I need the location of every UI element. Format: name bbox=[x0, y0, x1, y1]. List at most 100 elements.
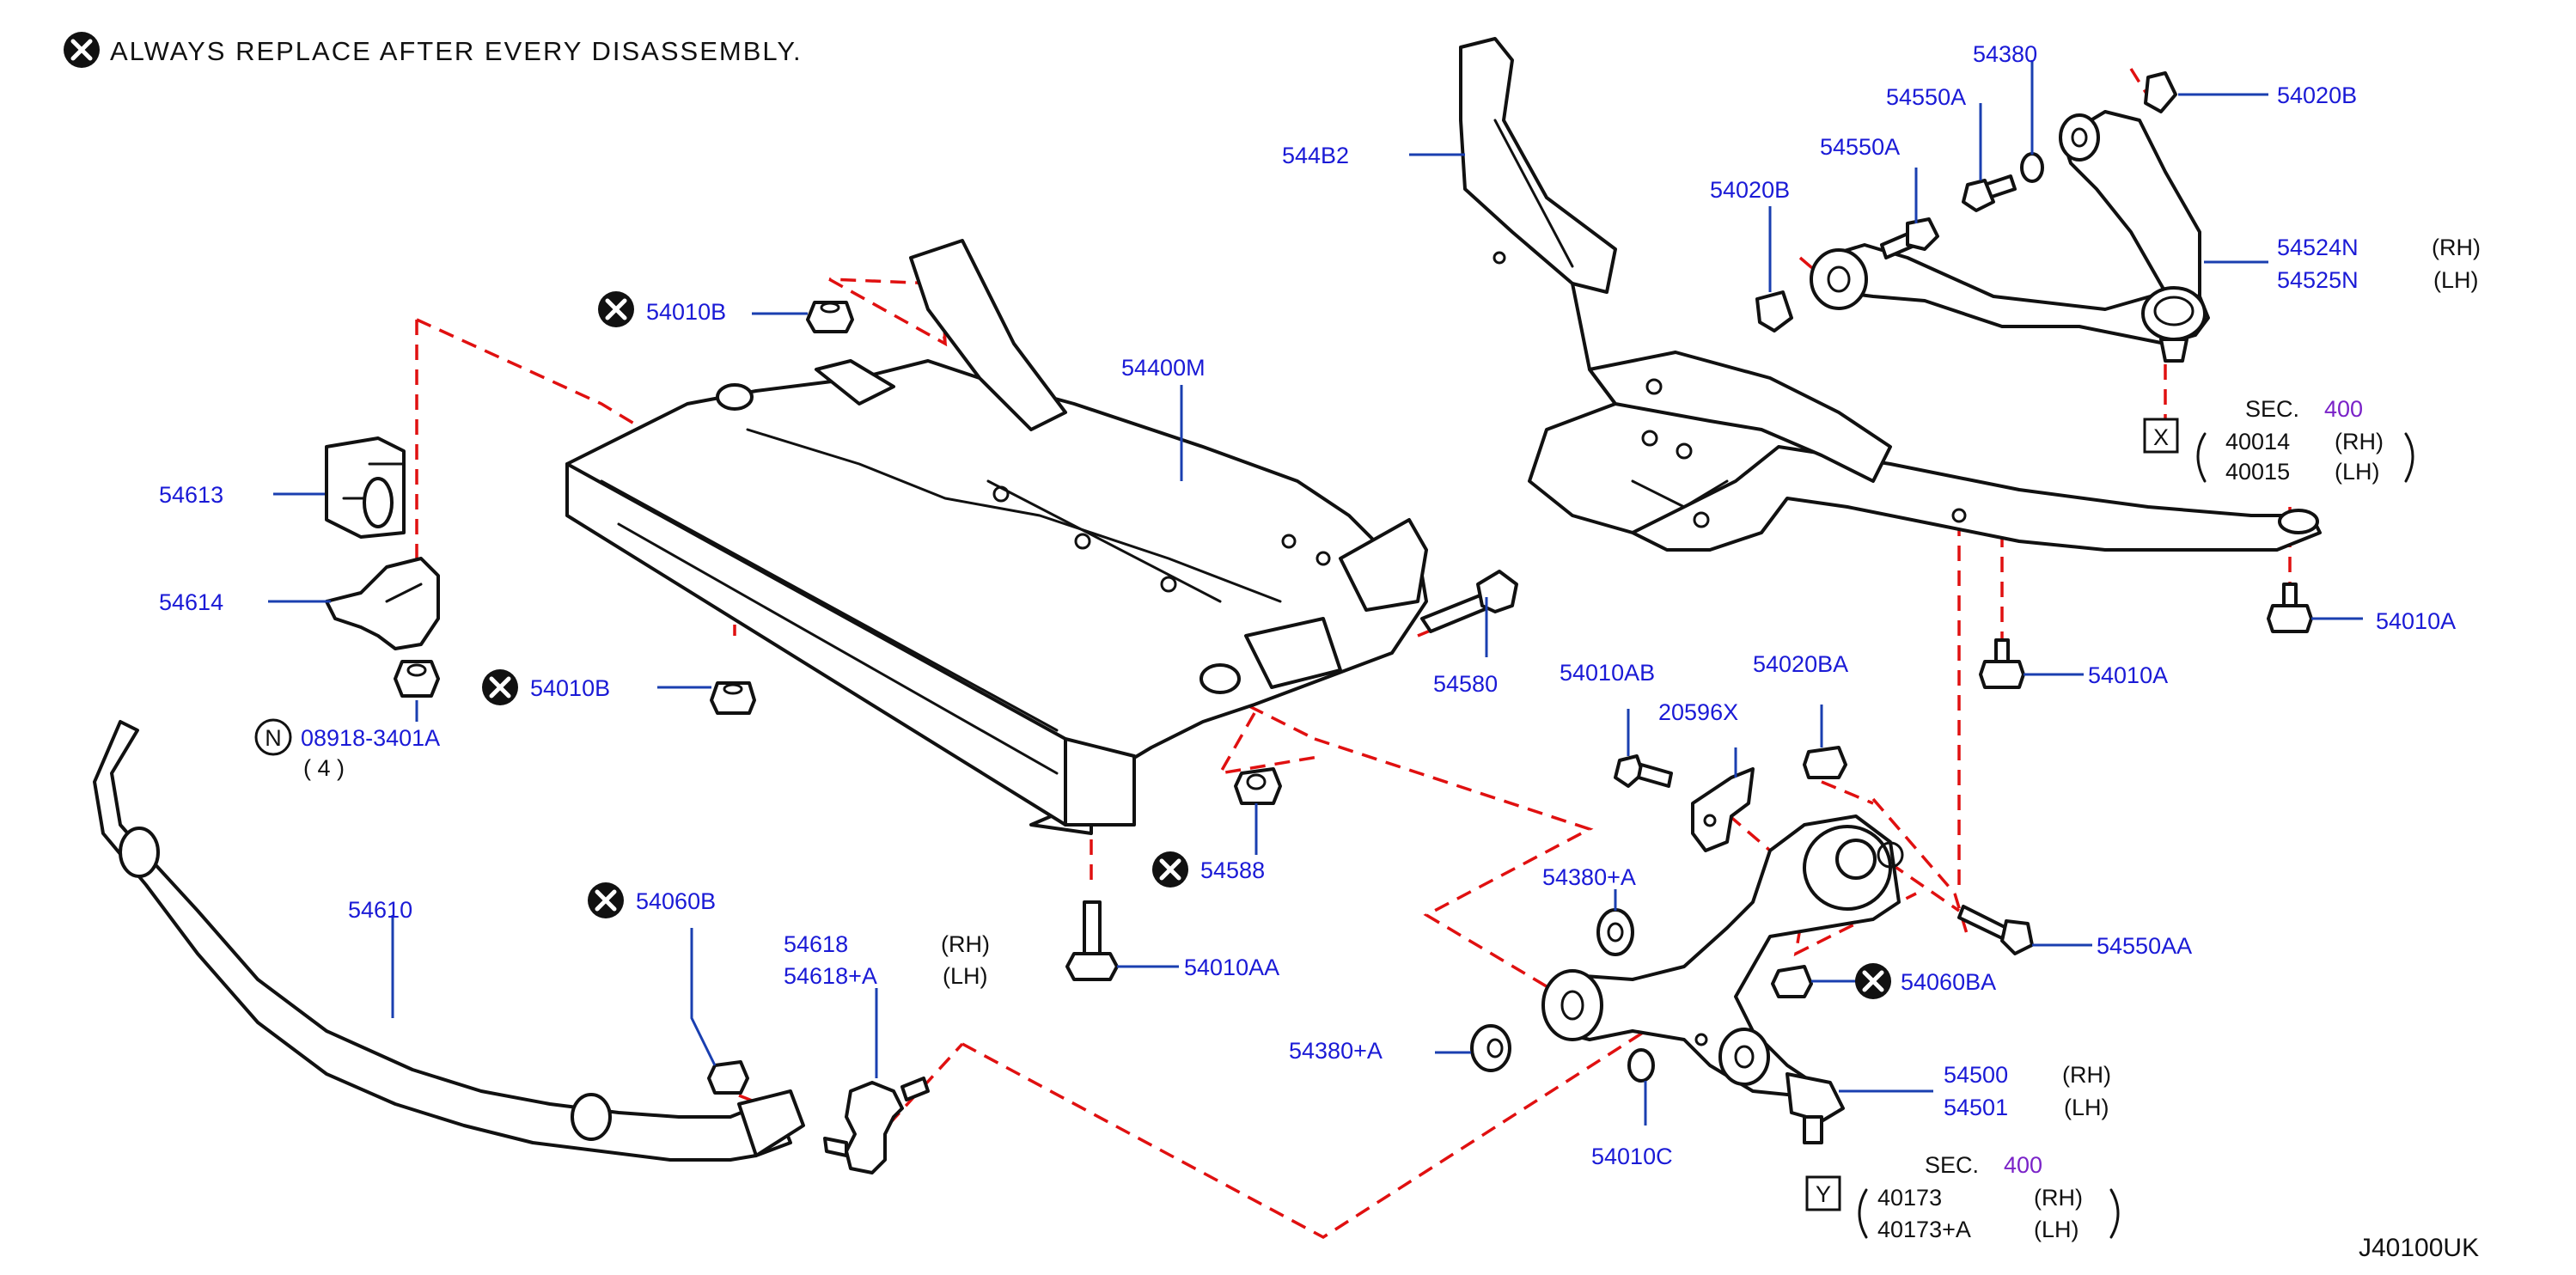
label-08918-qty: ( 4 ) bbox=[303, 755, 345, 781]
label-40173A-lh: (LH) bbox=[2034, 1217, 2079, 1242]
stabilizer-link-54618 bbox=[823, 1077, 930, 1174]
lower-arm-54500 bbox=[1541, 814, 1904, 1144]
label-54610: 54610 bbox=[348, 897, 412, 923]
replace-note-text: ALWAYS REPLACE AFTER EVERY DISASSEMBLY. bbox=[110, 36, 803, 66]
label-sec-x-num: 400 bbox=[2324, 396, 2363, 422]
label-54524N-rh: (RH) bbox=[2432, 235, 2481, 260]
bolt-54580 bbox=[1420, 570, 1518, 633]
x-circle-icon bbox=[482, 669, 518, 705]
label-54380A-2: 54380+A bbox=[1289, 1038, 1383, 1064]
label-54618: 54618 bbox=[784, 931, 848, 957]
nut-54010B-mid bbox=[710, 681, 756, 715]
x-circle-icon bbox=[588, 882, 624, 918]
svg-text:X: X bbox=[2153, 424, 2169, 450]
label-40014: 40014 bbox=[2225, 429, 2290, 454]
x-circle-icon bbox=[1152, 851, 1188, 888]
label-08918: 08918-3401A bbox=[301, 725, 440, 751]
bolt-54010AB bbox=[1614, 754, 1673, 788]
label-54580: 54580 bbox=[1433, 671, 1498, 697]
label-54525N: 54525N bbox=[2277, 267, 2359, 293]
label-54525N-lh: (LH) bbox=[2433, 267, 2479, 293]
label-54501: 54501 bbox=[1944, 1095, 2008, 1120]
label-54060BA: 54060BA bbox=[1901, 969, 1996, 995]
nut-54020BA bbox=[1803, 746, 1847, 779]
nut-54020B-left bbox=[1755, 290, 1793, 332]
svg-text:Y: Y bbox=[1816, 1181, 1831, 1207]
label-54614: 54614 bbox=[159, 589, 223, 615]
nut-54060BA bbox=[1771, 965, 1813, 998]
x-circle-icon bbox=[598, 291, 634, 327]
label-54010A-mid: 54010A bbox=[2088, 662, 2168, 688]
label-sec-x: SEC. bbox=[2245, 396, 2299, 422]
nut-54020B-right bbox=[2144, 71, 2177, 113]
label-54380A-1: 54380+A bbox=[1542, 864, 1636, 890]
stabilizer-bar-54610 bbox=[93, 720, 805, 1162]
label-54400M: 54400M bbox=[1121, 355, 1206, 381]
label-54380: 54380 bbox=[1973, 41, 2037, 67]
label-54618-rh: (RH) bbox=[941, 931, 990, 957]
label-sec-y: SEC. bbox=[1925, 1152, 1979, 1178]
clamp-54614 bbox=[325, 557, 440, 650]
label-54500-rh: (RH) bbox=[2062, 1062, 2111, 1088]
label-54588: 54588 bbox=[1200, 857, 1265, 883]
label-54524N: 54524N bbox=[2277, 235, 2359, 260]
label-54550A-1: 54550A bbox=[1886, 84, 1966, 110]
label-54020BA: 54020BA bbox=[1753, 651, 1848, 677]
bolt-54010A-right bbox=[2267, 583, 2313, 633]
label-20596X: 20596X bbox=[1658, 699, 1738, 725]
bracket-20596X bbox=[1691, 767, 1755, 852]
label-54613: 54613 bbox=[159, 482, 223, 508]
label-40173-rh: (RH) bbox=[2034, 1185, 2083, 1211]
diagram-id: J40100UK bbox=[2359, 1234, 2479, 1262]
replace-note: ALWAYS REPLACE AFTER EVERY DISASSEMBLY. bbox=[64, 32, 803, 68]
bolt-54550AA bbox=[1957, 905, 2034, 955]
x-circle-icon bbox=[1855, 963, 1891, 999]
label-40014-rh: (RH) bbox=[2335, 429, 2384, 454]
label-54010B-top: 54010B bbox=[646, 299, 726, 325]
label-54060B: 54060B bbox=[636, 888, 716, 914]
bolt-54010AA bbox=[1065, 900, 1119, 981]
leader-lines bbox=[268, 60, 2363, 1126]
label-54010A-right: 54010A bbox=[2376, 608, 2456, 634]
nut-54588 bbox=[1234, 767, 1282, 805]
washer-54380A-2 bbox=[1470, 1024, 1511, 1072]
bolt-54550A-2 bbox=[1880, 217, 1939, 259]
subframe-54400M bbox=[565, 239, 1428, 835]
label-54501-lh: (LH) bbox=[2064, 1095, 2109, 1120]
label-40015: 40015 bbox=[2225, 459, 2290, 485]
label-54550A-2: 54550A bbox=[1820, 134, 1900, 160]
n-circle-icon: N bbox=[254, 718, 292, 756]
label-sec-y-num: 400 bbox=[2004, 1152, 2042, 1178]
square-ref-icon-y: Y bbox=[1805, 1175, 1841, 1211]
x-circle-icon bbox=[64, 32, 100, 68]
upper-arm-54524N bbox=[1810, 110, 2210, 363]
washer-54380A-1 bbox=[1596, 908, 1634, 956]
label-54010AB: 54010AB bbox=[1560, 660, 1655, 686]
label-54020B-right: 54020B bbox=[2277, 82, 2357, 108]
svg-text:N: N bbox=[265, 725, 282, 751]
square-ref-icon-x: X bbox=[2143, 418, 2179, 454]
washer-54380 bbox=[2020, 152, 2044, 183]
label-54500: 54500 bbox=[1944, 1062, 2008, 1088]
label-40173: 40173 bbox=[1877, 1185, 1942, 1211]
label-40015-lh: (LH) bbox=[2335, 459, 2380, 485]
bushing-54613 bbox=[325, 436, 406, 539]
label-54618A-lh: (LH) bbox=[943, 963, 988, 989]
label-54010AA: 54010AA bbox=[1184, 955, 1279, 980]
nut-08918 bbox=[394, 660, 440, 698]
label-54010C: 54010C bbox=[1591, 1144, 1673, 1169]
bolt-54550A-1 bbox=[1962, 174, 2017, 212]
member-544B2 bbox=[1459, 37, 2322, 552]
bolt-54010A-mid bbox=[1979, 638, 2025, 689]
label-40173A: 40173+A bbox=[1877, 1217, 1971, 1242]
nut-54060B bbox=[707, 1060, 749, 1095]
label-54010B-mid: 54010B bbox=[530, 675, 610, 701]
part-labels: 54613 54614 08918-3401A ( 4 ) 54010B 540… bbox=[159, 41, 2481, 1262]
washer-54010C bbox=[1627, 1048, 1655, 1083]
label-54618A: 54618+A bbox=[784, 963, 877, 989]
label-544B2: 544B2 bbox=[1282, 143, 1349, 168]
label-54550AA: 54550AA bbox=[2097, 933, 2192, 959]
bracket-parens bbox=[1858, 432, 2414, 1239]
